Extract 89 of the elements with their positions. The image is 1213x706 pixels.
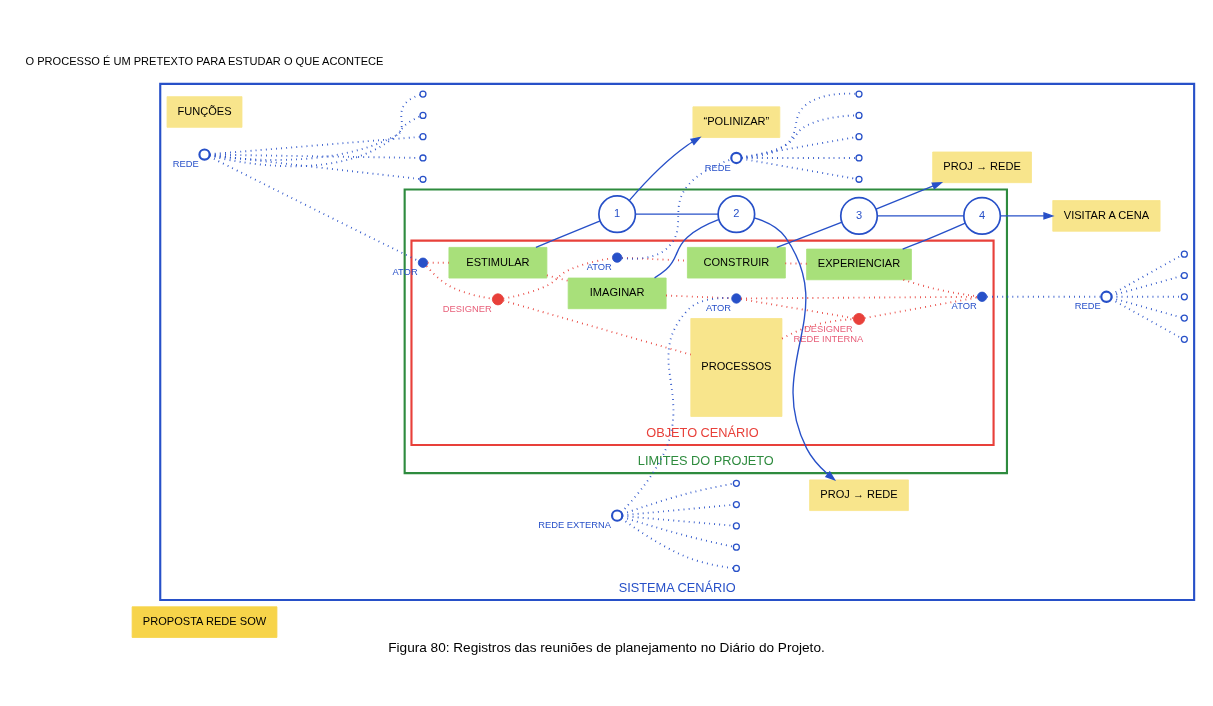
node-circle bbox=[419, 111, 427, 119]
node-circle bbox=[732, 522, 740, 530]
node-circle bbox=[732, 500, 740, 509]
connector bbox=[740, 92, 857, 159]
node-circle bbox=[417, 257, 429, 268]
node-circle bbox=[610, 509, 624, 522]
node-circle bbox=[855, 175, 863, 183]
connector bbox=[634, 213, 719, 215]
node-label: REDE EXTERNA bbox=[538, 520, 611, 531]
node-circle bbox=[419, 133, 427, 141]
connector bbox=[740, 157, 857, 180]
connector bbox=[426, 261, 450, 264]
connector bbox=[620, 297, 733, 514]
node-circle bbox=[612, 252, 623, 263]
connector bbox=[1110, 298, 1183, 340]
node-circle bbox=[1180, 293, 1188, 301]
node-circle bbox=[730, 151, 743, 165]
node-label: REDE bbox=[172, 159, 199, 170]
label: O PROCESSO É UM PRETEXTO PARA ESTUDAR O QUE ACONTECE bbox=[25, 54, 384, 67]
node-circle bbox=[1180, 314, 1188, 322]
connector bbox=[208, 135, 421, 156]
node-box: ESTIMULAR bbox=[448, 246, 548, 279]
node-circle bbox=[853, 312, 865, 325]
connector bbox=[863, 296, 979, 319]
connector bbox=[208, 155, 420, 262]
node-circle bbox=[419, 154, 427, 162]
connector bbox=[620, 517, 735, 570]
connector bbox=[1110, 254, 1183, 296]
arrow bbox=[999, 211, 1055, 220]
node-label: REDE bbox=[1074, 301, 1101, 312]
node-label: ATOR bbox=[586, 261, 612, 272]
node-circle bbox=[1180, 271, 1188, 280]
arrow bbox=[628, 136, 702, 202]
connector bbox=[740, 298, 855, 320]
node-circle bbox=[419, 90, 427, 98]
connector bbox=[740, 136, 857, 159]
node-circle bbox=[855, 111, 863, 119]
node-box: “POLINIZAR” bbox=[692, 106, 781, 138]
node-label: DESIGNER bbox=[803, 323, 853, 334]
node-box: PROJ → REDE bbox=[932, 151, 1032, 184]
node-circle bbox=[1100, 290, 1113, 303]
node-circle: 3 bbox=[839, 196, 879, 235]
node-circle bbox=[732, 479, 740, 487]
node-circle bbox=[855, 154, 863, 162]
connector bbox=[208, 93, 421, 168]
node-circle bbox=[855, 90, 863, 98]
node-label: ATOR bbox=[705, 302, 732, 313]
connector bbox=[776, 221, 843, 249]
node-box: IMAGINAR bbox=[567, 277, 667, 310]
connector bbox=[535, 220, 601, 249]
node-circle bbox=[855, 133, 863, 141]
connector bbox=[621, 482, 735, 516]
node-circle bbox=[732, 564, 740, 573]
node-circle bbox=[1180, 335, 1188, 343]
caption: Figura 80: Registros das reuniões de planejamento no Diário do Projeto. bbox=[388, 639, 825, 655]
node-circle bbox=[198, 148, 211, 161]
node-box: PROCESSOS bbox=[690, 318, 783, 417]
node-circle: 4 bbox=[963, 196, 1002, 235]
connector bbox=[208, 115, 421, 161]
connector bbox=[502, 299, 692, 356]
connector bbox=[208, 154, 421, 180]
node-box: VISITAR A CENA bbox=[1052, 200, 1161, 232]
node-circle bbox=[732, 543, 740, 551]
connector bbox=[208, 153, 421, 159]
arrow bbox=[753, 217, 837, 482]
connector bbox=[545, 274, 569, 282]
node-box: PROPOSTA REDE SOW bbox=[131, 606, 278, 638]
connector bbox=[1110, 297, 1183, 319]
node-circle bbox=[1180, 250, 1188, 258]
arrow bbox=[875, 181, 944, 210]
node-box: CONSTRUIR bbox=[687, 246, 786, 279]
connector bbox=[740, 114, 857, 159]
connector bbox=[784, 262, 808, 265]
node-box: PROJ → REDE bbox=[809, 479, 909, 511]
node-label: REDE bbox=[704, 162, 731, 173]
node-circle: 2 bbox=[717, 195, 756, 234]
node-circle bbox=[731, 293, 742, 304]
connector bbox=[902, 222, 966, 250]
node-circle bbox=[976, 291, 988, 302]
connector bbox=[653, 218, 720, 279]
node-box: FUNÇÕES bbox=[166, 96, 243, 128]
node-label: DESIGNER bbox=[442, 304, 492, 315]
node-circle bbox=[419, 175, 427, 183]
node-box: EXPERIENCIAR bbox=[806, 248, 912, 281]
node-circle bbox=[491, 293, 504, 306]
connector bbox=[621, 516, 735, 548]
connector bbox=[876, 215, 965, 217]
node-circle: 1 bbox=[598, 195, 637, 234]
node-label: ATOR bbox=[951, 300, 977, 311]
